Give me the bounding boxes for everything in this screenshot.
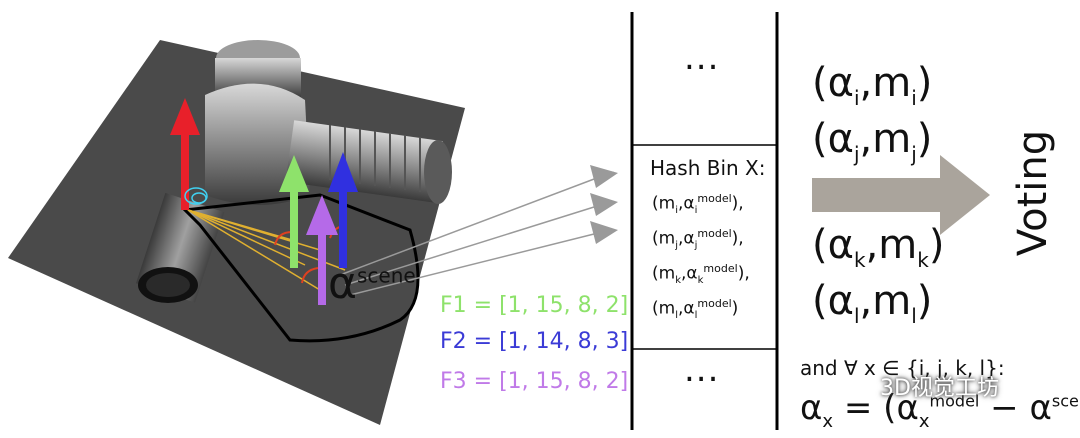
gray-head-3 — [590, 221, 618, 244]
pipe-fitting — [136, 40, 452, 303]
feature-f1: F1 = [1, 15, 8, 2] — [440, 293, 629, 318]
blue-arrow — [328, 152, 358, 268]
feature-f3: F3 = [1, 15, 8, 2] — [440, 369, 629, 394]
feature-f2: F2 = [1, 14, 8, 3] — [440, 329, 629, 354]
green-arrow — [279, 155, 309, 268]
hash-entry-k: (mk,αkmodel), — [652, 262, 750, 287]
hash-entry-i: (mi,αimodel), — [652, 192, 744, 217]
gray-head-1 — [590, 165, 618, 188]
pair-k: (αk,mk) — [812, 222, 945, 272]
region-outline — [181, 193, 420, 343]
table-bottom-ellipsis: ... — [684, 350, 720, 390]
alpha-scene-label: αscene — [328, 258, 416, 309]
hash-entry-l: (ml,αlmodel) — [652, 297, 739, 322]
pair-j: (αj,mj) — [812, 116, 933, 166]
forall-text: and ∀ x ∈ {i, j, k, l}: — [800, 356, 1005, 380]
voting-arrow — [812, 155, 990, 235]
gray-arrows — [339, 170, 614, 296]
watermark: 3D视觉工坊 — [880, 376, 999, 401]
gray-head-2 — [590, 193, 618, 216]
pair-l: (αl,ml) — [812, 278, 933, 328]
purple-arrow — [306, 195, 338, 305]
hash-entry-j: (mj,αjmodel), — [652, 227, 744, 252]
pair-i: (αi,mi) — [812, 60, 933, 110]
cyan-rings — [184, 187, 208, 205]
table-top-ellipsis: ... — [684, 38, 720, 78]
red-arrow — [170, 98, 200, 210]
angle-arc-1 — [274, 231, 293, 246]
angle-arc-2 — [301, 267, 319, 284]
voting-label: Voting — [1010, 129, 1057, 257]
hash-bin-title: Hash Bin X: — [650, 156, 766, 180]
alpha-formula: αx = (αxmodel − αscene) — [800, 388, 1080, 432]
